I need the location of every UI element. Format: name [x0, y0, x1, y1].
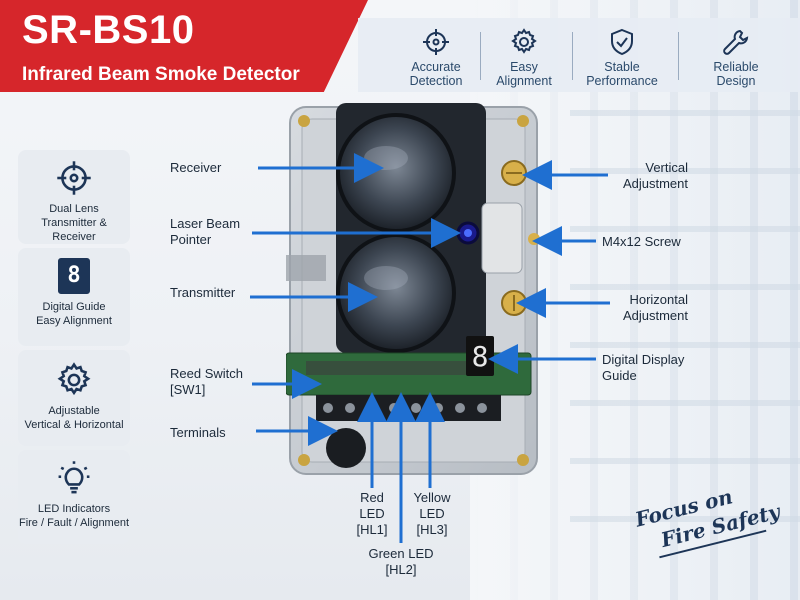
- crosshair-icon: [423, 29, 449, 55]
- card-title: Digital Guide: [42, 301, 106, 313]
- label-line: Yellow: [413, 490, 451, 505]
- label-line: [HL1]: [356, 522, 388, 537]
- label-line: Guide: [602, 368, 637, 383]
- label-line: Digital Display: [602, 352, 685, 367]
- title-banner: [0, 0, 368, 92]
- crosshair-icon: [57, 161, 91, 195]
- feature-label: Performance: [586, 74, 658, 88]
- feature-accurate-detection: Accurate Detection: [384, 28, 488, 88]
- label-line: [HL2]: [385, 562, 417, 577]
- divider: [678, 32, 679, 80]
- label-green-led: Green LED [HL2]: [356, 546, 446, 578]
- label-red-led: Red LED [HL1]: [348, 490, 396, 538]
- digit-display-icon: 8: [58, 258, 90, 294]
- receiver-lens: [336, 113, 456, 233]
- label-reed-switch: Reed Switch [SW1]: [170, 366, 243, 398]
- card-subtitle: Easy Alignment: [36, 315, 112, 327]
- gear-icon: [57, 362, 91, 396]
- label-line: LED: [419, 506, 445, 521]
- lightbulb-icon: [58, 461, 90, 494]
- card-subtitle: Transmitter & Receiver: [41, 217, 107, 243]
- label-m4x12-screw: M4x12 Screw: [602, 234, 681, 249]
- card-title: Dual Lens: [49, 203, 99, 215]
- ribbon-cable: [286, 255, 326, 281]
- adjust-block: [481, 202, 523, 274]
- label-line: [SW1]: [170, 382, 206, 397]
- feature-easy-alignment: Easy Alignment: [472, 28, 576, 88]
- label-line: [HL3]: [416, 522, 448, 537]
- card-subtitle: Fire / Fault / Alignment: [18, 517, 130, 529]
- divider: [572, 32, 573, 80]
- label-line: Adjustment: [622, 308, 688, 323]
- feature-label: Stable: [604, 60, 640, 74]
- feature-label: Easy: [510, 60, 538, 74]
- label-receiver: Receiver: [170, 160, 222, 175]
- label-line: Vertical: [645, 160, 688, 175]
- product-model: SR-BS10: [22, 8, 195, 52]
- card-dual-lens: Dual Lens Transmitter & Receiver: [18, 150, 130, 244]
- feature-label: Reliable: [713, 60, 759, 74]
- label-laser-beam-pointer: Laser Beam Pointer: [170, 216, 240, 248]
- label-line: Adjustment: [622, 176, 688, 191]
- warehouse-shelves: [570, 110, 800, 550]
- feature-stable-performance: Stable Performance: [570, 28, 674, 88]
- feature-label: Accurate: [411, 60, 461, 74]
- label-line: Green LED: [368, 546, 434, 561]
- wrench-icon: [723, 29, 749, 55]
- card-subtitle: Vertical & Horizontal: [24, 419, 124, 431]
- label-terminals: Terminals: [170, 425, 226, 440]
- corner-screws: [298, 115, 529, 466]
- divider: [480, 32, 481, 80]
- label-line: Laser Beam: [170, 216, 241, 231]
- shield-check-icon: [611, 28, 633, 56]
- card-adjustable: Adjustable Vertical & Horizontal: [18, 350, 130, 446]
- transmitter-lens: [336, 233, 456, 353]
- label-line: Red: [360, 490, 384, 505]
- product-subtitle: Infrared Beam Smoke Detector: [22, 64, 300, 85]
- label-transmitter: Transmitter: [170, 285, 236, 300]
- card-title: LED Indicators: [37, 503, 111, 515]
- label-vertical-adjustment: Vertical Adjustment: [616, 160, 688, 192]
- display-digit: 8: [472, 340, 489, 373]
- label-line: Pointer: [170, 232, 212, 247]
- detector-device: 8: [286, 103, 540, 475]
- card-digital-guide: 8 Digital Guide Easy Alignment: [18, 248, 130, 346]
- label-line: Horizontal: [629, 292, 688, 307]
- gear-icon: [511, 28, 537, 54]
- label-line: Reed Switch: [170, 366, 243, 381]
- feature-label: Design: [716, 74, 756, 88]
- feature-label: Alignment: [496, 74, 552, 88]
- card-led-indicators: LED Indicators Fire / Fault / Alignment: [18, 450, 130, 544]
- label-digital-display-guide: Digital Display Guide: [602, 352, 684, 384]
- feature-bar: Accurate Detection Easy Alignment Stable…: [358, 18, 800, 92]
- label-horizontal-adjustment: Horizontal Adjustment: [616, 292, 688, 324]
- card-title: Adjustable: [48, 405, 100, 417]
- feature-reliable-design: Reliable Design: [684, 28, 788, 88]
- seven-segment-display: [466, 336, 494, 376]
- label-line: LED: [359, 506, 385, 521]
- feature-label: Detection: [409, 74, 463, 88]
- label-yellow-led: Yellow LED [HL3]: [408, 490, 456, 538]
